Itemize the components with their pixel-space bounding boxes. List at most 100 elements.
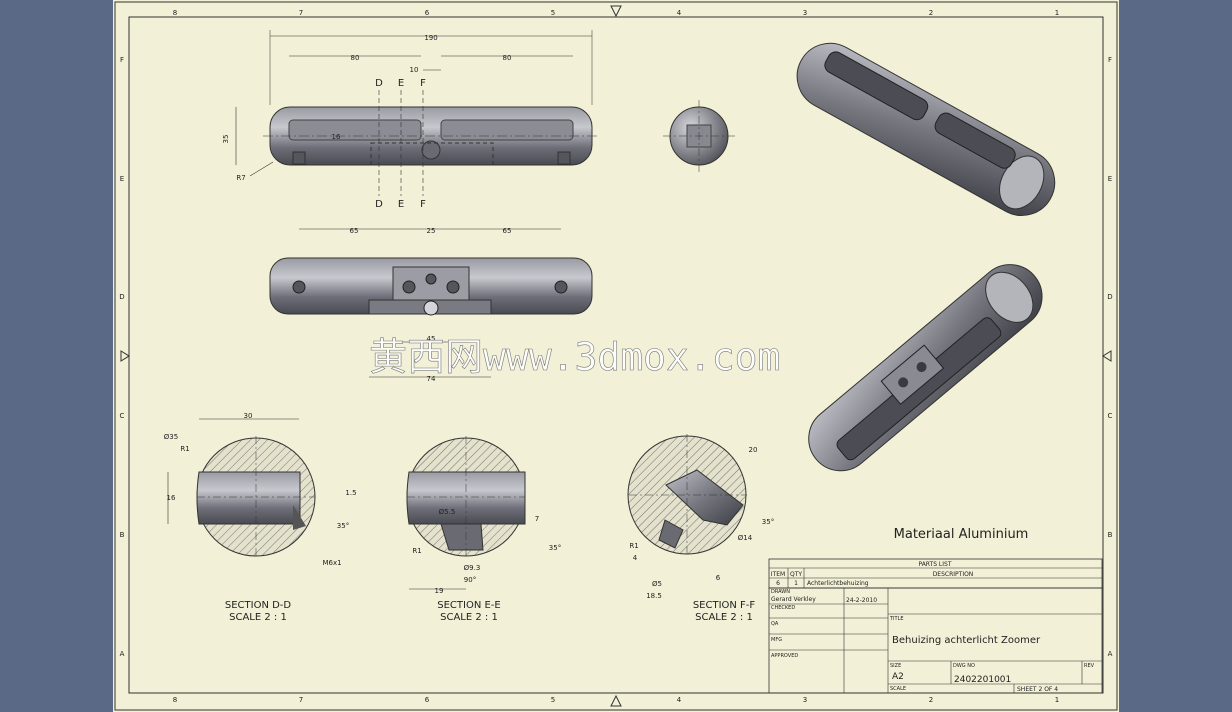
outer-border (114, 1, 1118, 711)
dim-65-right: 65 (503, 227, 512, 235)
size-label: SIZE (890, 663, 901, 669)
section-mark-d-bottom: D (375, 199, 383, 210)
col-label-6: 6 (425, 9, 430, 17)
col-label-5-bottom: 5 (551, 696, 555, 704)
dim-ff-4: 4 (633, 554, 638, 562)
dim-80-right: 80 (503, 54, 512, 62)
dim-ee-35deg: 35° (549, 544, 561, 552)
dim-74: 74 (427, 375, 436, 383)
isometric-view-bottom (808, 264, 1043, 472)
col-label-6-bottom: 6 (425, 696, 430, 704)
rev-label: REV (1084, 663, 1095, 669)
dim-r7: R7 (236, 174, 245, 182)
parts-list-col-description: DESCRIPTION (933, 571, 974, 578)
top-view-hole (421, 140, 441, 160)
section-ee-title: SECTION E-E (437, 600, 500, 611)
iso-top-end-cap (999, 155, 1045, 210)
row-label-e-right: E (1108, 175, 1112, 183)
iso-bottom-hole-1 (898, 377, 909, 388)
row-label-f-right: F (1108, 56, 1112, 64)
isometric-view-top (796, 42, 1056, 216)
dim-90deg: 90° (464, 576, 476, 584)
dim-30: 30 (244, 412, 253, 420)
sheet-size: A2 (892, 672, 904, 682)
sheet-number: SHEET 2 OF 4 (1017, 686, 1058, 693)
section-dd-scale: SCALE 2 : 1 (229, 612, 287, 623)
row-label-a: A (120, 650, 125, 658)
iso-bottom-block (880, 344, 945, 405)
col-label-8-bottom: 8 (173, 696, 177, 704)
title-block-frame (768, 587, 1103, 694)
dim-d9-3: Ø9.3 (464, 564, 481, 572)
top-view-hidden-outline (370, 142, 494, 166)
section-dd-thread-hole (293, 505, 306, 530)
dim-ff-6: 6 (716, 574, 721, 582)
section-ff-scale: SCALE 2 : 1 (695, 612, 753, 623)
parts-list-col-qty: QTY (790, 571, 802, 578)
parts-list-col-item: ITEM (771, 571, 785, 578)
section-dd-bore (196, 471, 301, 525)
center-mark-right-icon (1102, 350, 1112, 362)
front-view-hole-1 (292, 280, 306, 294)
section-mark-e-bottom: E (398, 199, 404, 210)
drawing-sheet: 8 7 6 5 4 3 2 1 8 7 6 5 4 3 2 1 F E D C … (113, 0, 1119, 712)
col-label-2: 2 (929, 9, 933, 17)
iso-top-slot-1 (824, 51, 929, 121)
drawn-label: DRAWN (771, 589, 790, 595)
iso-top-slot-2 (934, 112, 1016, 169)
watermark-text: 黄西网www.3dmox.com (369, 335, 780, 379)
row-label-b-right: B (1108, 531, 1113, 539)
parts-list-row-description: Achterlichtbehuizing (807, 580, 869, 587)
drawn-by: Gerard Verkley (771, 596, 816, 603)
section-ff-title: SECTION F-F (693, 600, 756, 611)
qa-label: QA (771, 621, 779, 627)
dim-dd-1-5: 1.5 (345, 489, 356, 497)
section-ff-hole (658, 519, 684, 549)
end-view (663, 100, 735, 172)
row-label-c: C (120, 412, 125, 420)
top-view-foot-right (557, 151, 571, 165)
section-mark-f-bottom: F (420, 199, 426, 210)
col-label-3-bottom: 3 (803, 696, 807, 704)
dim-10: 10 (410, 66, 419, 74)
row-label-f: F (120, 56, 124, 64)
top-view-slot-left (288, 119, 422, 141)
dwg-no-label: DWG NO (953, 663, 975, 669)
dim-dd-16: 16 (167, 494, 176, 502)
row-label-d-right: D (1107, 293, 1112, 301)
dwg-no: 2402201001 (954, 675, 1011, 685)
center-mark-top-icon (610, 5, 622, 18)
row-label-d: D (119, 293, 124, 301)
parts-list-heading: PARTS LIST (918, 561, 951, 568)
row-label-e: E (120, 175, 124, 183)
mfg-label: MFG (771, 637, 782, 643)
top-view-slot-right (440, 119, 574, 141)
dim-d14: Ø14 (738, 534, 753, 542)
section-mark-d-top: D (375, 78, 383, 89)
dim-d35: Ø35 (164, 433, 178, 441)
center-mark-left-icon (120, 350, 130, 362)
title-label: TITLE (889, 616, 904, 622)
section-e-e: Ø5.5 R1 Ø9.3 90° 19 7 35° SECTION E-E SC… (406, 436, 561, 623)
row-label-c-right: C (1108, 412, 1113, 420)
dim-45: 45 (427, 335, 436, 343)
parts-list-row-qty: 1 (794, 580, 798, 587)
front-view-hole-2 (402, 280, 416, 294)
col-label-4: 4 (677, 9, 682, 17)
col-label-1-bottom: 1 (1055, 696, 1059, 704)
dim-ff-r1: R1 (629, 542, 638, 550)
leader-r7 (249, 161, 274, 177)
iso-bottom-end-cap (985, 271, 1034, 323)
dim-ee-7: 7 (535, 515, 539, 523)
section-ee-scale: SCALE 2 : 1 (440, 612, 498, 623)
drawing-canvas: 8 7 6 5 4 3 2 1 8 7 6 5 4 3 2 1 F E D C … (114, 1, 1118, 711)
col-label-3: 3 (803, 9, 807, 17)
section-ff-pocket (665, 469, 744, 526)
title-block: DRAWN Gerard Verkley 24-2-2010 CHECKED Q… (768, 587, 1103, 694)
parts-list: PARTS LIST ITEM QTY DESCRIPTION 6 1 Acht… (768, 558, 1103, 589)
dim-ff-20: 20 (749, 446, 758, 454)
section-ee-bore (406, 471, 526, 525)
col-label-7-bottom: 7 (299, 696, 303, 704)
front-view-hole-4 (554, 280, 568, 294)
dim-25: 25 (427, 227, 436, 235)
